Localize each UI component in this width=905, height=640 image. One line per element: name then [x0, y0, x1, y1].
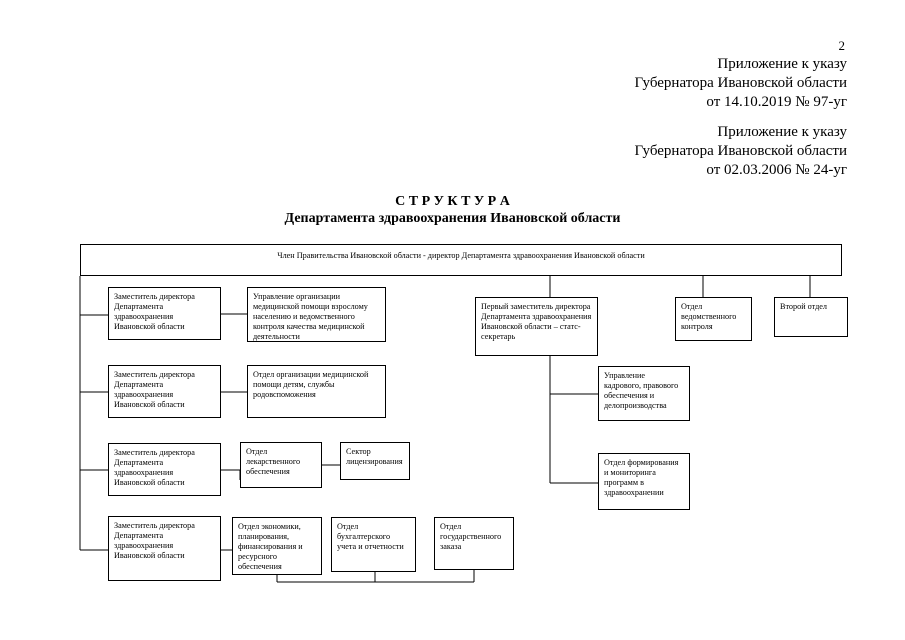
org-node-sector-licensing: Сектор лицензирования	[340, 442, 410, 480]
appendix-2-line-1: Приложение к указу	[717, 124, 847, 140]
org-node-first-deputy: Первый заместитель директора Департамент…	[475, 297, 598, 356]
document-title: С Т Р У К Т У Р А Департамента здравоохр…	[0, 193, 905, 227]
org-node-deputy-2: Заместитель директора Департамента здрав…	[108, 365, 221, 418]
org-node-dept-procurement: Отдел государственного заказа	[434, 517, 514, 570]
page-number: 2	[838, 38, 846, 53]
org-node-dept-programs: Отдел формирования и мониторинга програм…	[598, 453, 690, 510]
appendix-block-2: Приложение к указу Губернатора Ивановско…	[634, 123, 847, 180]
org-node-deputy-1: Заместитель директора Департамента здрав…	[108, 287, 221, 340]
appendix-2-line-2: Губернатора Ивановской области	[634, 143, 847, 159]
appendix-1-line-3: от 14.10.2019 № 97-уг	[706, 94, 847, 110]
org-node-director: Член Правительства Ивановской области - …	[80, 244, 842, 276]
appendix-2-line-3: от 02.03.2006 № 24-уг	[706, 162, 847, 178]
org-node-deputy-3: Заместитель директора Департамента здрав…	[108, 443, 221, 496]
org-node-dept-accounting: Отдел бухгалтерского учета и отчетности	[331, 517, 416, 572]
appendix-1-line-2: Губернатора Ивановской области	[634, 75, 847, 91]
org-node-dept-departmental-control: Отдел ведомственного контроля	[675, 297, 752, 341]
title-line-2: Департамента здравоохранения Ивановской …	[284, 211, 621, 226]
org-node-dept-hr: Управление кадрового, правового обеспече…	[598, 366, 690, 421]
org-node-dept-children: Отдел организации медицинской помощи дет…	[247, 365, 386, 418]
title-line-1: С Т Р У К Т У Р А	[395, 194, 510, 209]
org-node-dept-drug: Отдел лекарственного обеспечения	[240, 442, 322, 488]
org-node-dept-economics: Отдел экономики, планирования, финансиро…	[232, 517, 322, 575]
appendix-block-1: Приложение к указу Губернатора Ивановско…	[634, 55, 847, 112]
org-node-second-dept: Второй отдел	[774, 297, 848, 337]
org-node-deputy-4: Заместитель директора Департамента здрав…	[108, 516, 221, 581]
org-node-dept-adult-care: Управление организации медицинской помощ…	[247, 287, 386, 342]
appendix-1-line-1: Приложение к указу	[717, 56, 847, 72]
